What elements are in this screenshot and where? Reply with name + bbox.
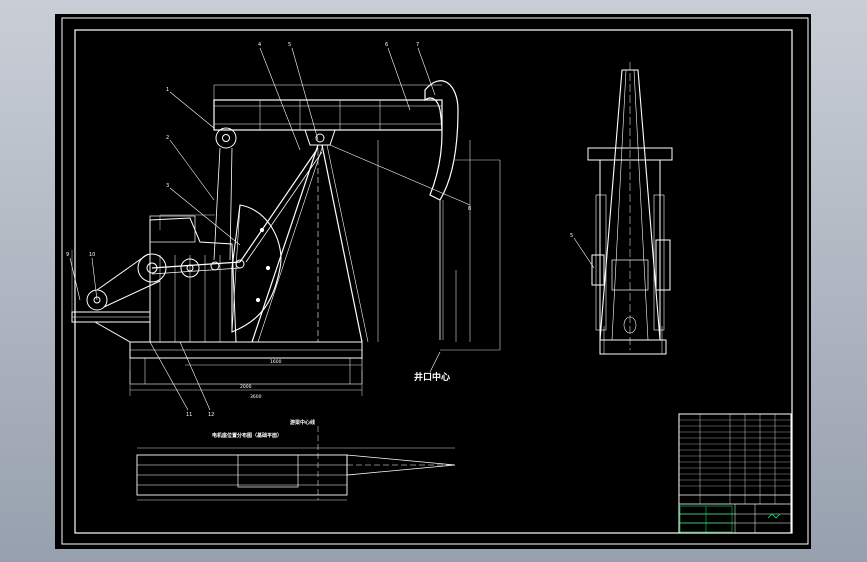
part-number-label: 9 [66,252,69,258]
part-number-label: 8 [468,206,471,212]
part-number-label: 10 [89,252,95,258]
front-view-part-label: 5 [570,233,573,239]
foundation-plan [136,426,456,501]
dimension-label: 2000 [240,384,252,390]
title-block [678,413,792,534]
foundation-plan-title: 电机座位置分布图（基础平面） [212,432,282,439]
front-view [573,62,673,355]
part-number-label: 7 [416,42,419,48]
front-beam [587,147,673,161]
tail-bearing [215,127,237,149]
dimension-label: 3600 [250,394,262,400]
horsehead [424,80,459,201]
samson-post-rear [321,144,363,343]
drawing-sheet [55,14,811,549]
samson-post-front [251,144,319,343]
part-numbers: 1 2 3 4 5 6 7 8 9 10 11 12 [66,42,471,418]
inner-frame [74,29,793,534]
counterweight [231,204,282,333]
wellhead-center-label: 井口中心 [414,371,450,383]
part-number-label: 1 [166,87,169,93]
main-side-view [69,47,501,411]
reducer-pulley [137,253,167,283]
part-number-label: 5 [288,42,291,48]
part-number-label: 11 [186,412,192,418]
outer-frame [61,17,809,545]
pitman-rod [239,147,319,263]
crank-hub [180,258,200,278]
title-block-accent [679,505,781,533]
front-crank-right [655,239,671,291]
beam-center-line-label: 游梁中心线 [290,419,315,426]
part-number-label: 6 [385,42,388,48]
part-number-label: 2 [166,135,169,141]
part-number-label: 3 [166,183,169,189]
part-number-label: 12 [208,412,214,418]
part-number-label: 4 [258,42,261,48]
dimension-label: 1600 [270,359,282,365]
front-crank-left [591,254,605,286]
front-base [599,339,667,355]
